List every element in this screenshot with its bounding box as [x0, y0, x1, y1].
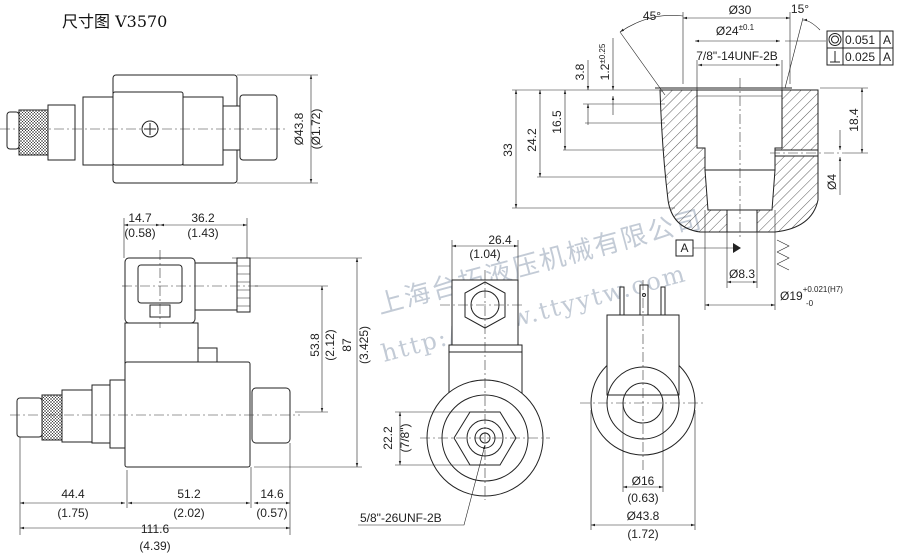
bore-dia-inch-label: (0.63)	[627, 491, 658, 505]
conn-offset-label: 14.7	[128, 211, 152, 225]
coil-view: Ø16 (0.63) Ø43.8 (1.72)	[580, 280, 705, 541]
d30-label: Ø30	[729, 3, 752, 17]
port-dia-label: Ø4	[825, 174, 839, 190]
tolerance-datum-1: A	[883, 33, 891, 47]
bore-dia-label: Ø16	[632, 474, 655, 488]
coil-length-inch-label: (2.02)	[173, 506, 204, 520]
datum-label: A	[680, 241, 688, 255]
cartridge-length-label: 44.4	[61, 487, 85, 501]
top-view: Ø43.8 (Ø1.72)	[0, 74, 323, 184]
perpendicularity-icon	[830, 51, 840, 63]
surface-roughness-icon	[776, 239, 790, 271]
d24-tolerance: ±0.1	[739, 23, 755, 32]
conn-length-inch-label: (1.43)	[187, 226, 218, 240]
thread-spec-label: 7/8"-14UNF-2B	[696, 49, 778, 63]
depth-24-label: 24.2	[525, 128, 539, 152]
angle-15-label: 15°	[791, 2, 809, 16]
cartridge-length-inch-label: (1.75)	[57, 506, 88, 520]
height-label: 87	[340, 338, 354, 352]
side-view: 14.7 (0.58) 36.2 (1.43) 53.8 (2.12) 87 (…	[10, 211, 371, 553]
depth-1-label: 1.2±0.25	[598, 43, 612, 80]
coil-dia-label: Ø43.8	[627, 509, 660, 523]
depth-1-tolerance: ±0.25	[598, 43, 607, 64]
conn-offset-inch-label: (0.58)	[124, 226, 155, 240]
tolerance-datum-2: A	[883, 50, 891, 64]
tolerance-value-1: 0.051	[845, 33, 875, 47]
port-depth-label: 18.4	[847, 108, 861, 132]
front-width-inch-label: (1.04)	[469, 247, 500, 261]
d24-value: Ø24	[716, 24, 739, 38]
conn-length-label: 36.2	[191, 211, 215, 225]
nut-length-inch-label: (0.57)	[256, 506, 287, 520]
geometric-tolerance-frame: 0.051 A 0.025 A	[826, 30, 894, 66]
d19-label: Ø19+0.021(H7)	[780, 285, 843, 303]
total-length-label: 111.6	[141, 522, 170, 536]
height-inch-label: (3.425)	[357, 326, 371, 364]
depth-1-value: 1.2	[598, 63, 612, 80]
d19-tolerance-lower: -0	[806, 299, 814, 308]
coil-length-label: 51.2	[177, 487, 201, 501]
nut-length-label: 14.6	[260, 487, 284, 501]
front-width-label: 26.4	[488, 233, 512, 247]
top-dia-label: Ø43.8	[292, 112, 306, 145]
drawing-title: 尺寸图 V3570	[62, 12, 168, 31]
front-view: 26.4 (1.04) 22.2 (7/8") 5/8"-26UNF-2B	[358, 233, 550, 526]
thread-label: 5/8"-26UNF-2B	[360, 511, 442, 525]
total-length-inch-label: (4.39)	[139, 539, 170, 553]
d24-label: Ø24±0.1	[716, 23, 755, 38]
concentricity-icon	[828, 33, 842, 46]
depth-3-label: 3.8	[573, 63, 587, 80]
d19-value: Ø19	[780, 289, 803, 303]
d8-label: Ø8.3	[729, 267, 755, 281]
depth-16-label: 16.5	[550, 110, 564, 134]
depth-33-label: 33	[501, 143, 515, 157]
coil-dia-inch-label: (1.72)	[627, 527, 658, 541]
top-dia-inch-label: (Ø1.72)	[309, 109, 323, 150]
cavity-section: Ø30 45° 15° Ø24±0.1 7/8"-14UNF-2B 0	[501, 2, 894, 310]
height-center-label: 53.8	[308, 333, 322, 357]
hex-size-inch-label: (7/8")	[398, 424, 412, 453]
hex-size-label: 22.2	[381, 426, 395, 450]
angle-45-label: 45°	[643, 9, 661, 23]
height-center-inch-label: (2.12)	[323, 329, 337, 360]
d19-tolerance-upper: +0.021(H7)	[803, 285, 844, 294]
tolerance-value-2: 0.025	[845, 50, 875, 64]
